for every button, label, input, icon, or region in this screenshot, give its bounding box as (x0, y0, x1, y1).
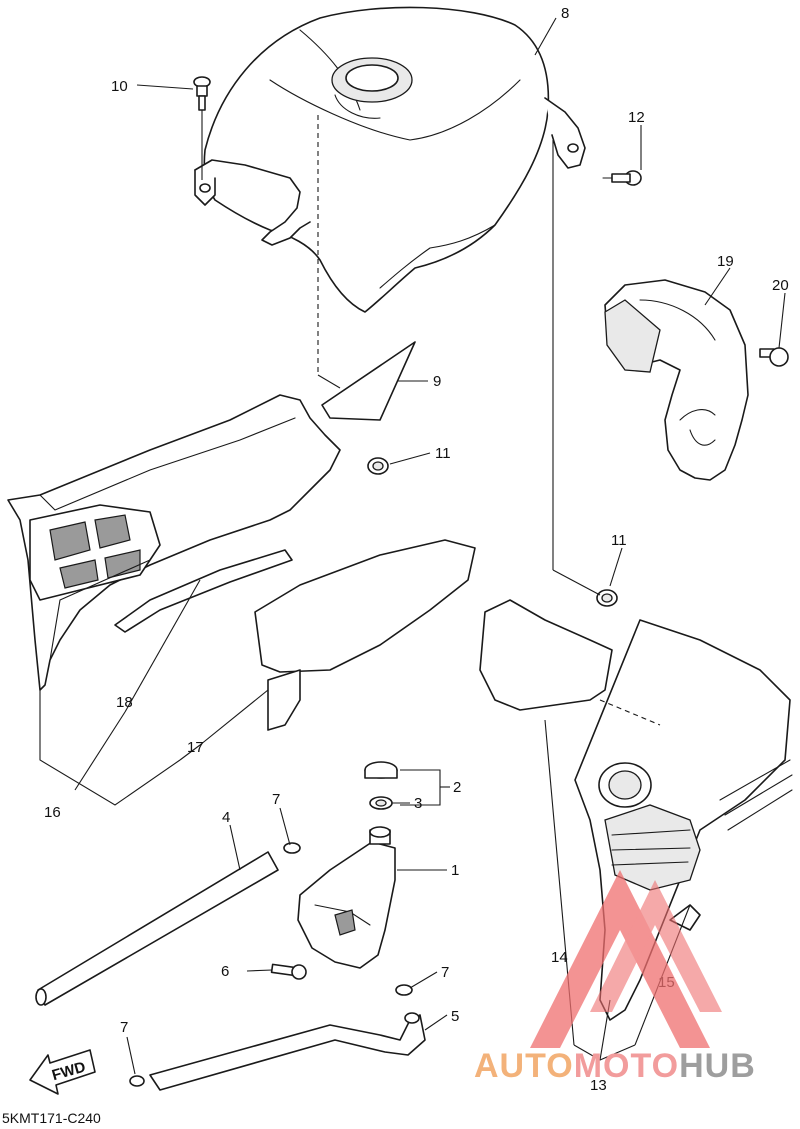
callout-7-middle: 7 (441, 964, 449, 981)
callout-7-bottom: 7 (120, 1019, 128, 1036)
callout-1: 1 (451, 862, 459, 879)
callout-16: 16 (44, 804, 61, 821)
hose-5 (149, 1012, 426, 1091)
callout-10: 10 (111, 78, 128, 95)
assembly-lines (201, 110, 661, 726)
callout-2: 2 (453, 779, 461, 796)
clip-7-middle (395, 984, 413, 996)
bolt-20 (759, 347, 789, 367)
grommet-11-left (367, 457, 389, 475)
washer-3 (369, 796, 393, 810)
callout-6: 6 (221, 963, 229, 980)
cap-2 (364, 761, 398, 779)
bolt-10 (193, 76, 211, 111)
callouts: 8 10 12 19 20 9 11 11 18 17 16 2 3 7 4 1… (44, 5, 789, 1094)
clip-7-bottom (129, 1075, 145, 1087)
callout-9: 9 (433, 373, 441, 390)
callout-18: 18 (116, 694, 133, 711)
watermark-auto: AUTO (474, 1047, 574, 1085)
watermark-moto: MOTO (573, 1047, 680, 1085)
bolt-6 (270, 963, 307, 980)
air-scoop (604, 279, 749, 481)
callout-13: 13 (590, 1077, 607, 1094)
callout-3: 3 (414, 795, 422, 812)
callout-11-right: 11 (611, 532, 627, 549)
grommet-11-right (596, 589, 618, 607)
clip-7-top (283, 842, 301, 854)
callout-4: 4 (222, 809, 230, 826)
hose-4 (35, 851, 279, 1006)
side-emblem-17 (254, 539, 476, 731)
decal-9 (321, 341, 416, 421)
watermark-hub: HUB (679, 1047, 756, 1085)
drawing-code: 5KMT171-C240 (2, 1110, 101, 1126)
fuel-tank (194, 6, 586, 313)
bolt-12 (602, 170, 642, 186)
callout-7-top: 7 (272, 791, 280, 808)
callout-5: 5 (451, 1008, 459, 1025)
fwd-arrow: FWD (29, 1049, 96, 1095)
watermark-logo (530, 870, 722, 1048)
callout-20: 20 (772, 277, 789, 294)
callout-14: 14 (551, 949, 568, 966)
callout-8: 8 (561, 5, 569, 22)
callout-17: 17 (187, 739, 204, 756)
overflow-tank (297, 826, 396, 969)
callout-19: 19 (717, 253, 734, 270)
left-side-cover (7, 394, 341, 691)
watermark-text: AUTOMOTOHUB (474, 1047, 756, 1086)
callout-11-left: 11 (435, 445, 451, 462)
callout-12: 12 (628, 109, 645, 126)
